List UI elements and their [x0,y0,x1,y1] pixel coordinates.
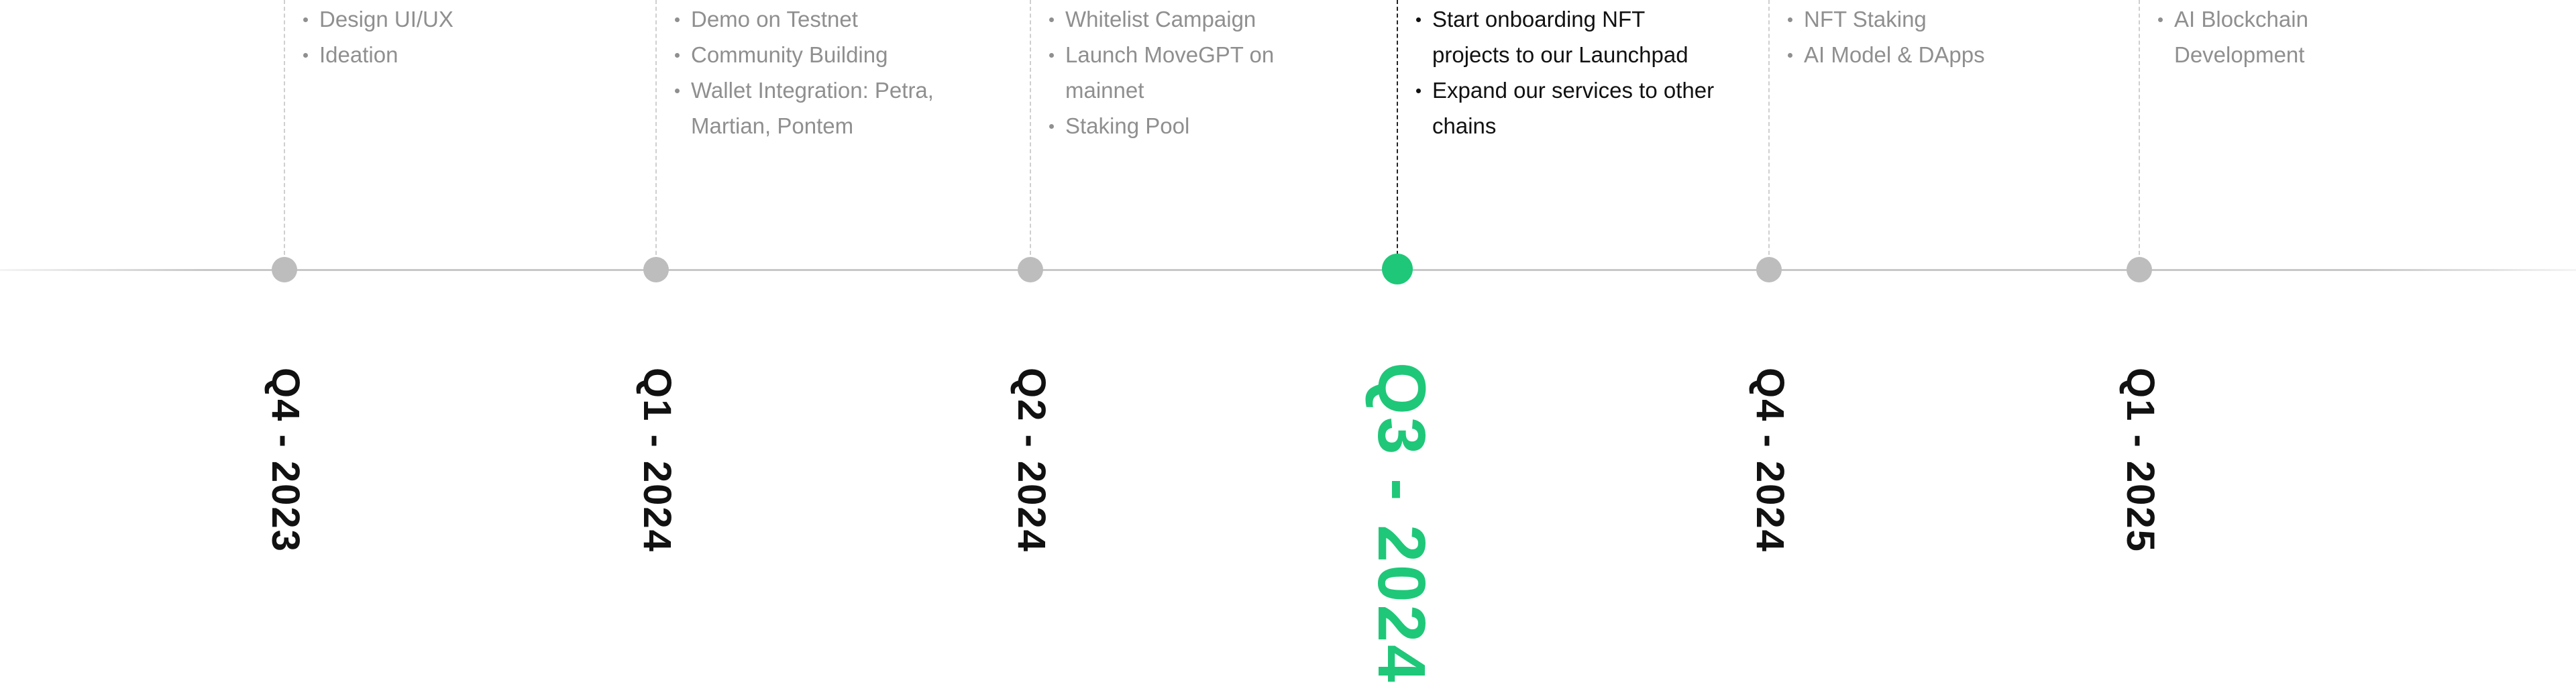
milestone-items: AI Blockchain Development [2158,1,2332,72]
milestone-connector [655,0,657,262]
milestone-period: Q2 - 2024 [1010,368,1053,553]
milestone-item: Demo on Testnet [675,1,977,37]
milestone-connector [284,0,285,262]
milestone-item: AI Blockchain Development [2158,1,2332,72]
milestone-item: Staking Pool [1049,108,1351,144]
milestone-item: Wallet Integration: Petra, Martian, Pont… [675,72,977,144]
milestone-period: Q4 - 2023 [264,368,307,553]
milestone-dot[interactable] [272,257,297,282]
milestone-item: AI Model & DApps [1788,37,2090,72]
milestone-connector [1397,0,1398,262]
milestone-dot-active[interactable] [1382,254,1413,284]
milestone-items: NFT Staking AI Model & DApps [1788,1,2090,72]
milestone-period: Q1 - 2025 [2118,368,2162,553]
milestone-dot[interactable] [2127,257,2152,282]
milestone-item: Ideation [303,37,605,72]
milestone-item: Design UI/UX [303,1,605,37]
milestone-item: Start onboarding NFT projects to our Lau… [1416,1,1718,72]
milestone-item: Expand our services to other chains [1416,72,1718,144]
milestone-dot[interactable] [1756,257,1782,282]
milestone-connector [2139,0,2140,262]
milestone-dot[interactable] [1018,257,1043,282]
milestone-items: Design UI/UX Ideation [303,1,605,72]
milestone-dot[interactable] [643,257,669,282]
milestone-items: Demo on Testnet Community Building Walle… [675,1,977,144]
milestone-item: Community Building [675,37,977,72]
milestone-item: Launch MoveGPT on mainnet [1049,37,1351,108]
milestone-items: Whitelist Campaign Launch MoveGPT on mai… [1049,1,1351,144]
milestone-item: NFT Staking [1788,1,2090,37]
milestone-period: Q1 - 2024 [635,368,679,553]
milestone-connector [1030,0,1031,262]
milestone-period: Q4 - 2024 [1748,368,1792,553]
timeline-axis [0,269,2576,271]
milestone-item: Whitelist Campaign [1049,1,1351,37]
milestone-items: Start onboarding NFT projects to our Lau… [1416,1,1718,144]
milestone-period-active: Q3 - 2024 [1364,362,1439,685]
milestone-connector [1768,0,1770,262]
